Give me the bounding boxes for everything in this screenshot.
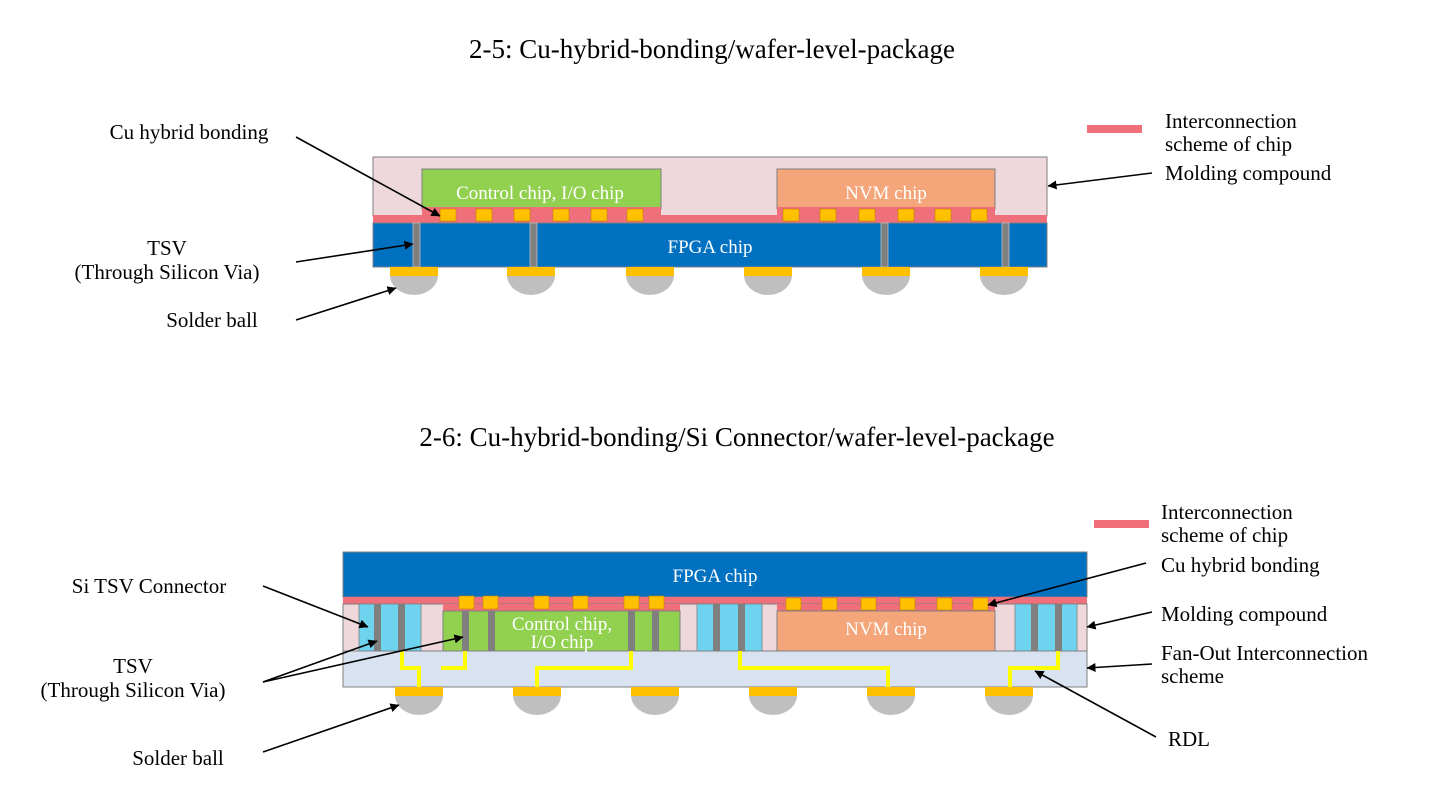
callout-arrows: [295, 136, 1153, 321]
cu-pads: [439, 208, 988, 222]
ball-pads: [395, 687, 1033, 696]
legend-label: Interconnection: [1165, 109, 1297, 133]
fanout-label: Fan-Out Interconnection: [1161, 641, 1369, 665]
fpga-chip: [342, 551, 1088, 598]
diagram-2-6: 2-6: Cu-hybrid-bonding/Si Connector/wafe…: [41, 422, 1369, 770]
tsv-label-sub: (Through Silicon Via): [75, 260, 260, 284]
solder-ball-label: Solder ball: [132, 746, 224, 770]
tsv-vias: [374, 604, 1062, 651]
nvm-chip: [776, 610, 996, 652]
tsv-label: TSV: [113, 654, 153, 678]
si-tsv-connector-label: Si TSV Connector: [72, 574, 226, 598]
legend-label-sub: scheme of chip: [1161, 523, 1288, 547]
interconnect-legend-swatch: [1087, 125, 1142, 133]
control-chip-label: Control chip, I/O chip: [456, 183, 624, 204]
chip-interconnect-layer: [443, 604, 680, 611]
fpga-interconnect-layer: [343, 597, 1087, 604]
nvm-chip-label: NVM chip: [845, 619, 927, 640]
fanout-label-sub: scheme: [1161, 664, 1224, 688]
legend-label-sub: scheme of chip: [1165, 132, 1292, 156]
control-chip: [421, 168, 662, 210]
fpga-interconnect-layer: [373, 215, 1047, 223]
diagram-2-5: 2-5: Cu-hybrid-bonding/wafer-level-packa…: [75, 34, 1332, 332]
solder-balls: [395, 695, 1033, 715]
control-chip-label-sub: I/O chip: [531, 632, 594, 653]
control-chip: [442, 610, 681, 652]
fpga-chip-label: FPGA chip: [668, 237, 753, 258]
si-tsv-connectors: [358, 603, 1078, 652]
solder-balls: [390, 275, 1028, 295]
cu-pads: [458, 595, 989, 611]
molding-compound-label: Molding compound: [1161, 602, 1328, 626]
tsv-label-sub: (Through Silicon Via): [41, 678, 226, 702]
rdl-traces: [400, 651, 1060, 687]
legend-label: Interconnection: [1161, 500, 1293, 524]
cu-hybrid-bonding-label: Cu hybrid bonding: [110, 120, 269, 144]
control-chip-label: Control chip,: [512, 614, 612, 635]
title-2-6: 2-6: Cu-hybrid-bonding/Si Connector/wafe…: [419, 422, 1054, 452]
callout-arrows: [262, 562, 1157, 753]
cu-hybrid-bonding-label: Cu hybrid bonding: [1161, 553, 1320, 577]
nvm-chip-label: NVM chip: [845, 183, 927, 204]
chip-interconnect-layer: [777, 207, 995, 215]
chip-interconnect-layer: [422, 207, 661, 215]
molding-compound-label: Molding compound: [1165, 161, 1332, 185]
interconnect-legend-swatch: [1094, 520, 1149, 528]
solder-ball-label: Solder ball: [166, 308, 258, 332]
fpga-chip-label: FPGA chip: [673, 566, 758, 587]
tsv-label: TSV: [147, 236, 187, 260]
ball-pads: [390, 267, 1028, 276]
nvm-chip: [776, 168, 996, 210]
fpga-chip: [372, 222, 1048, 268]
chip-interconnect-layer: [777, 604, 995, 611]
title-2-5: 2-5: Cu-hybrid-bonding/wafer-level-packa…: [469, 34, 955, 64]
rdl-label: RDL: [1168, 727, 1210, 751]
